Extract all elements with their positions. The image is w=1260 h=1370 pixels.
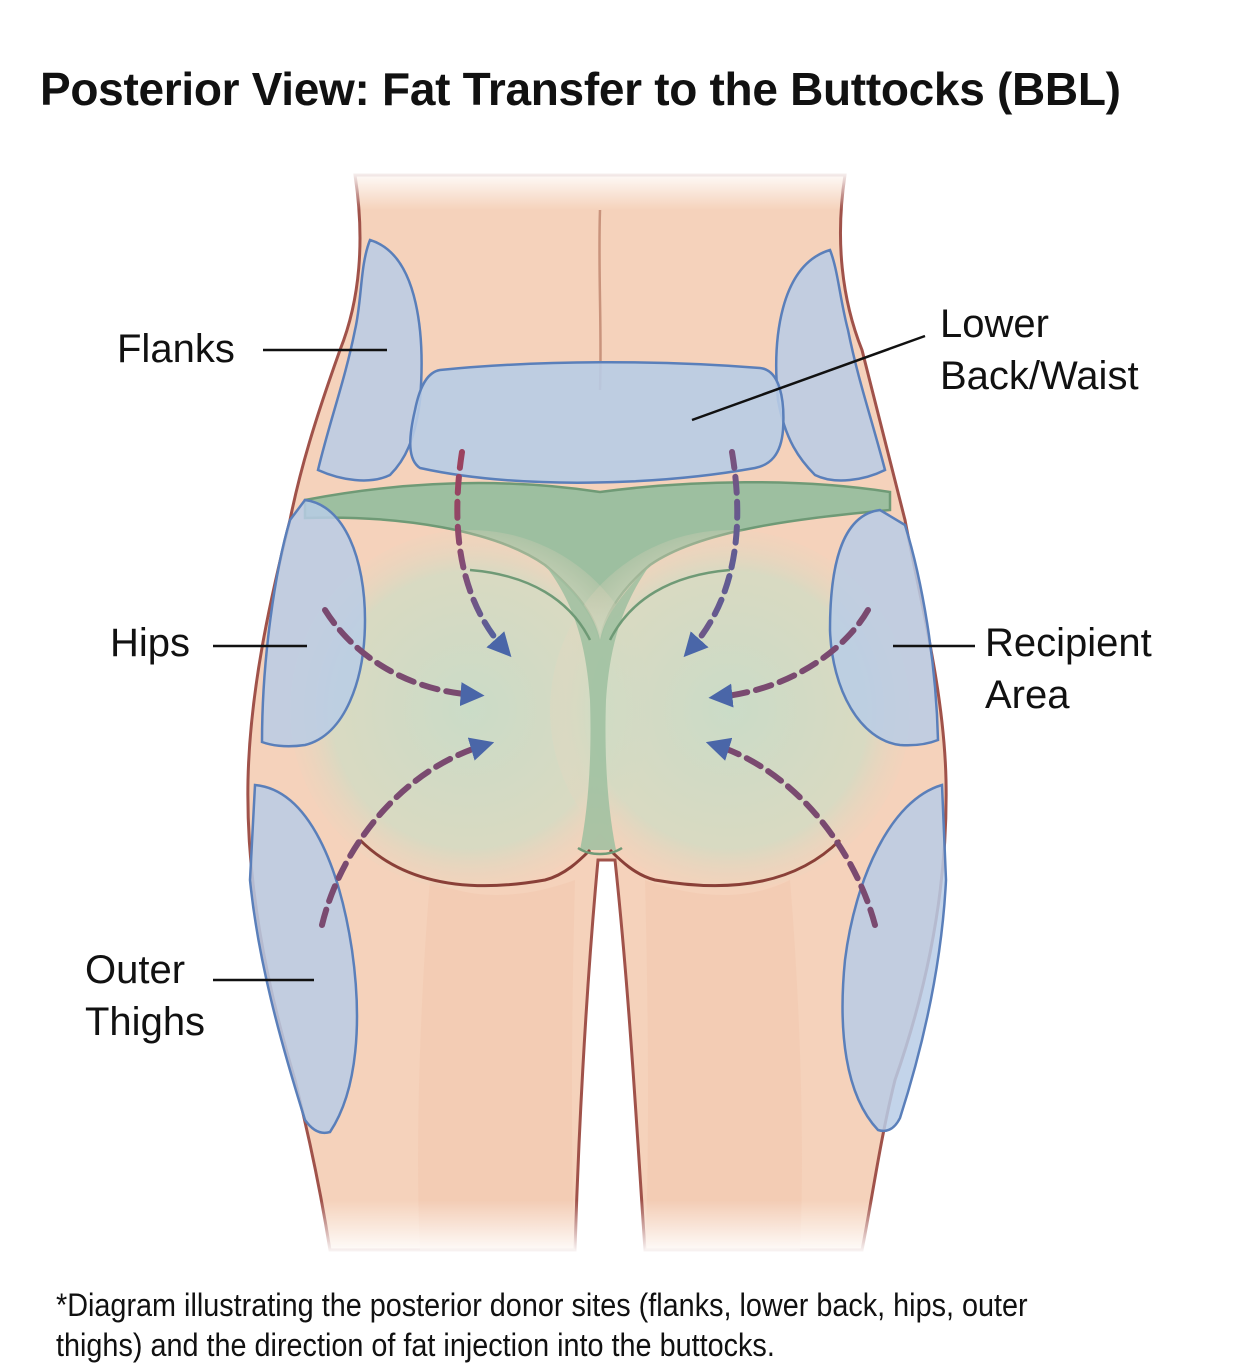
gluteal-fold-right	[608, 838, 842, 888]
label-lower-back-line2: Back/Waist	[940, 354, 1139, 398]
arrow-lowerback-right	[683, 449, 741, 658]
garment-bottom	[577, 846, 623, 856]
donor-zone-flank-left	[316, 238, 423, 482]
fade-top	[300, 170, 900, 210]
label-flanks: Flanks	[117, 327, 235, 371]
donor-zone-flank-right	[775, 248, 887, 482]
arrow-hip-right	[708, 607, 871, 708]
caption-line2: thighs) and the direction of fat injecti…	[56, 1327, 775, 1363]
arrow-thigh-right	[705, 737, 878, 928]
garment-strap	[545, 565, 650, 850]
arrow-lowerback-left	[454, 449, 512, 658]
recipient-glow-right	[550, 530, 910, 890]
label-outer-thighs-line1: Outer	[85, 948, 186, 992]
fade-bottom	[300, 1200, 900, 1255]
donor-zone-hip-right	[828, 508, 940, 747]
label-lower-back: Lower Back/Waist	[940, 298, 1139, 402]
label-recipient-area: Recipient Area	[985, 617, 1152, 721]
arrow-hip-left	[322, 607, 485, 707]
left-leg-shade	[418, 880, 575, 1250]
page-title: Posterior View: Fat Transfer to the Butt…	[40, 63, 1121, 115]
donor-zone-thigh-right	[841, 783, 948, 1133]
gluteal-fold-left	[358, 838, 592, 888]
donor-zone-hip-left	[260, 498, 367, 748]
label-recipient-line2: Area	[985, 673, 1070, 717]
label-hips: Hips	[110, 621, 191, 665]
recipient-glow-left	[290, 530, 650, 890]
label-outer-thighs-line2: Thighs	[85, 1000, 206, 1044]
donor-zone-thigh-left	[248, 783, 359, 1135]
label-recipient-line1: Recipient	[985, 621, 1152, 665]
leader-lower-back	[691, 334, 926, 422]
right-leg-shade	[645, 880, 802, 1250]
caption-line1: *Diagram illustrating the posterior dono…	[56, 1287, 1028, 1323]
buttock-outline-right	[608, 568, 731, 641]
donor-zone-lower-back	[409, 360, 785, 484]
leader-lines	[213, 334, 975, 982]
label-lower-back-line1: Lower	[940, 302, 1049, 346]
injection-arrows	[319, 449, 878, 928]
diagram-caption: *Diagram illustrating the posterior dono…	[56, 1285, 1091, 1365]
arrow-thigh-left	[319, 737, 495, 928]
buttock-outline-left	[469, 568, 592, 641]
label-outer-thighs: Outer Thighs	[85, 944, 205, 1048]
